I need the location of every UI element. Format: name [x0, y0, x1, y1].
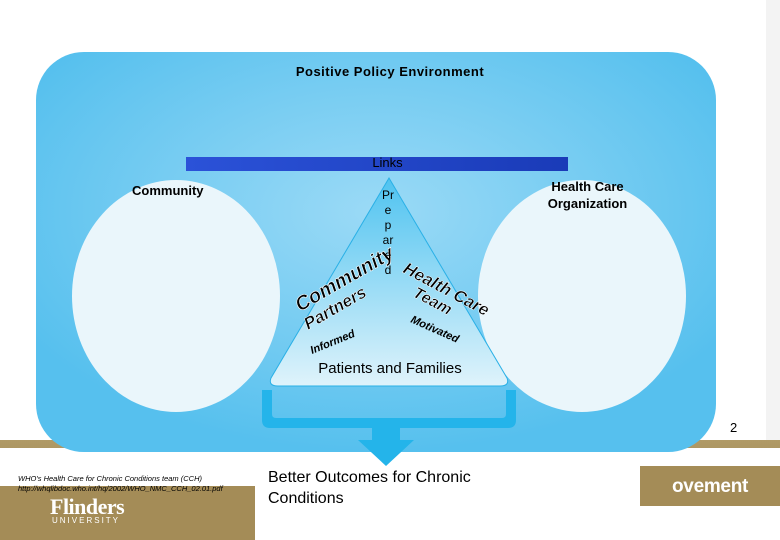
- community-label: Community: [132, 183, 204, 198]
- outcome-label: Better Outcomes for Chronic Conditions: [268, 469, 471, 507]
- environment-label: Positive Policy Environment: [295, 64, 485, 79]
- community-ellipse: [72, 180, 280, 412]
- links-bar: [186, 157, 568, 171]
- page-number: 2: [730, 420, 738, 435]
- right-logo-text: ovement: [672, 476, 749, 497]
- flinders-logo-subtext: UNIVERSITY: [52, 516, 121, 525]
- flinders-logo-icon: Flinders: [50, 494, 125, 519]
- links-label: Links: [372, 155, 403, 170]
- footer-bottom-strip: [0, 486, 255, 540]
- organization-ellipse: [478, 180, 686, 412]
- outcome-arrow: [262, 390, 516, 466]
- footer-sidebar-strip: [766, 0, 780, 440]
- center-triangle: [269, 177, 509, 387]
- citation-text: WHO's Health Care for Chronic Conditions…: [18, 474, 223, 493]
- prepared-vertical-label: Prepared: [382, 188, 394, 277]
- footer-right-strip: [640, 466, 780, 506]
- patients-label: Patients and Families: [318, 360, 462, 377]
- organization-label: Health Care Organization: [547, 179, 628, 211]
